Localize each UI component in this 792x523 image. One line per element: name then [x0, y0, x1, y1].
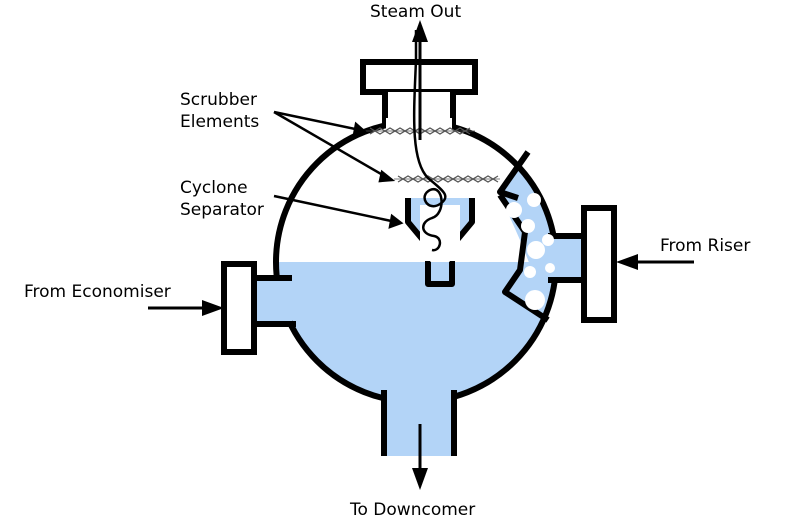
steam-bubbles — [474, 193, 555, 310]
cyclone-label-line1: Cyclone — [180, 178, 248, 198]
cyclone-label-line2: Separator — [180, 200, 264, 220]
economiser-arrow — [148, 300, 224, 316]
baffle-plate — [497, 150, 550, 323]
downcomer-arrow — [412, 424, 428, 490]
steam-out-arrow — [412, 20, 428, 140]
from-economiser-label: From Economiser — [24, 282, 171, 302]
scrubber-element-lower — [394, 175, 500, 183]
scrubber-label-line2: Elements — [180, 112, 260, 132]
steam-swirl-path — [412, 30, 447, 252]
riser-inlet — [548, 205, 617, 323]
economiser-inlet — [221, 261, 296, 355]
from-riser-label: From Riser — [660, 236, 751, 256]
cyclone-leader-line — [273, 194, 404, 229]
riser-arrow — [616, 254, 694, 270]
steam-out-label: Steam Out — [370, 2, 462, 22]
to-downcomer-label: To Downcomer — [350, 500, 476, 520]
scrubber-label-line1: Scrubber — [180, 90, 257, 110]
scrubber-leader-lines — [273, 110, 396, 183]
